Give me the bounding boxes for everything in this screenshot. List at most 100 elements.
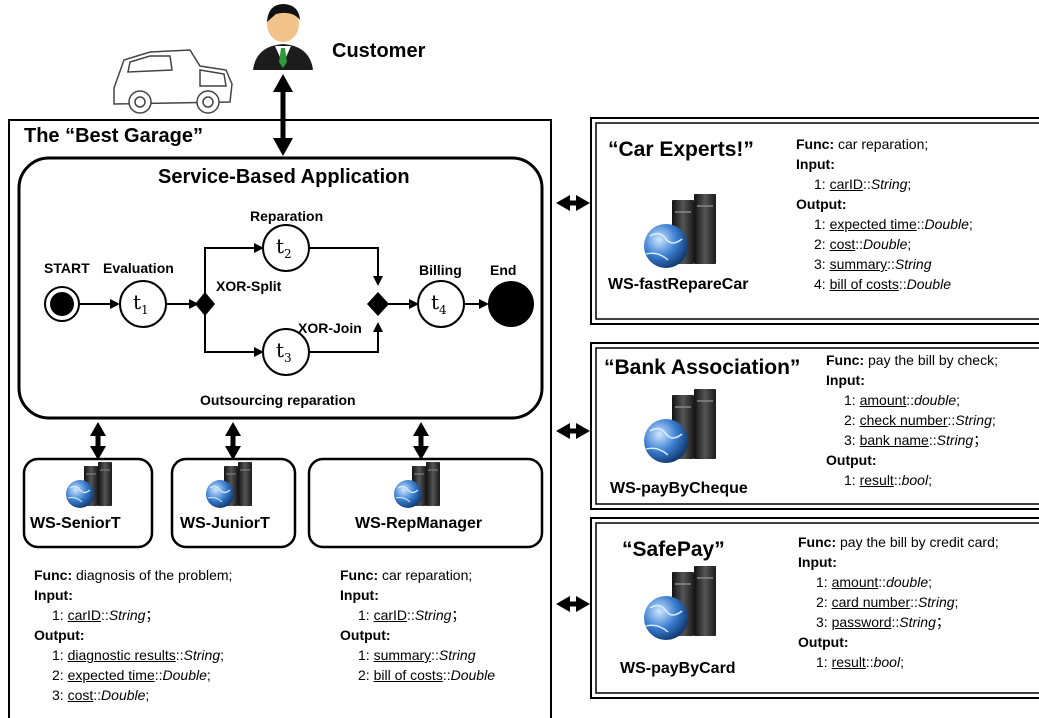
start-event [44,286,80,322]
xor-join-gateway [367,292,389,316]
task-t4-symbol: t4 [431,290,447,317]
task-t1-label: Evaluation [103,260,174,276]
spec-section-label: Input: [796,156,835,172]
application-box [17,156,544,420]
xor-split-label: XOR-Split [216,278,282,294]
param-index: 2: [816,594,828,610]
param-terminator: ; [907,236,912,252]
bank-association-service-icon [643,388,717,464]
param-name: expected time [67,667,155,683]
car-experts-service-icon [643,193,717,269]
task-t2-symbol: t2 [276,234,292,261]
spec-param-row: 2: card number::String; [816,594,959,610]
ws-juniort-icon [205,461,253,509]
spec-param-row: 1: expected time::Double; [814,216,973,232]
start-label: START [44,260,90,276]
end-label: End [490,262,517,278]
param-name: summary [373,647,432,663]
spec-func-label: Func: [796,136,835,152]
spec-section-label: Output: [34,627,85,643]
param-name: bank name [859,432,929,448]
customer-label: Customer [332,40,426,62]
spec-param-row: 2: expected time::Double; [52,667,211,683]
param-type: Double [101,687,146,703]
param-type: Double [906,276,951,292]
param-name: bill of costs [829,276,899,292]
param-type: Double [450,667,495,683]
param-index: 2: [814,236,826,252]
spec-func-value: pay the bill by credit card; [840,534,999,550]
param-type: String [108,607,146,623]
param-name: carID [373,607,408,623]
external-boxes [590,117,1039,699]
spec-param-row: 2: check number::String; [844,412,996,428]
bank-association-spec: Func: pay the bill by check; Input: 1: amo… [826,350,998,490]
param-terminator: ; [900,654,904,670]
spec-param-row: 1: carID::String； [358,607,466,623]
param-index: 1: [844,472,856,488]
param-index: 3: [844,432,856,448]
param-type: Double [162,667,207,683]
spec-param-row: 1: amount::double; [816,574,932,590]
param-name: expected time [829,216,917,232]
spec-func-line: Func: pay the bill by check; [826,350,998,370]
ws-juniort-name: WS-JuniorT [180,515,270,532]
param-terminator: ； [145,607,160,623]
param-name: amount [831,574,879,590]
param-type: String [414,607,452,623]
spec-func-value: pay the bill by check; [868,352,998,368]
param-index: 2: [52,667,64,683]
bank-association-title: “Bank Association” [604,356,801,379]
param-index: 3: [816,614,828,630]
ws-seniort-box [22,457,154,549]
spec-param-row: 3: cost::Double; [52,687,150,703]
spec-section-label: Output: [796,196,847,212]
ws-repmanager-name: WS-RepManager [355,515,483,532]
param-type: double [914,392,957,408]
param-type: Double [863,236,908,252]
garage-boundary [8,119,552,718]
param-type: bool [873,654,901,670]
spec-func-value: diagnosis of the problem; [76,567,233,583]
param-index: 4: [814,276,826,292]
param-name: amount [859,392,907,408]
spec-func-line: Func: car reparation; [796,134,973,154]
param-name: card number [831,594,911,610]
process-flow [79,243,489,357]
param-type: String [438,647,476,663]
spec-param-row: 1: carID::String； [52,607,160,623]
spec-section-label: Input: [34,587,73,603]
person-icon [253,4,313,70]
param-name: bill of costs [373,667,443,683]
param-name: result [831,654,866,670]
ws-repmanager-spec: Func: car reparation;Input:1: carID::Str… [340,565,495,685]
param-terminator: ； [973,432,988,448]
ws-repmanager-box [307,457,544,549]
param-index: 2: [358,667,370,683]
spec-param-row: 3: summary::String [814,256,932,272]
spec-func-value: car reparation; [382,567,473,583]
spec-func-label: Func: [34,567,73,583]
param-index: 1: [52,647,64,663]
param-name: summary [829,256,888,272]
param-terminator: ; [907,176,912,192]
spec-section-label: Output: [798,634,849,650]
param-terminator: ; [968,216,973,232]
task-t3-node [262,328,310,376]
spec-section-label: Input: [340,587,379,603]
spec-param-row: 1: carID::String; [814,176,912,192]
param-terminator: ; [206,667,211,683]
param-name: check number [859,412,948,428]
param-index: 1: [814,216,826,232]
param-terminator: ； [451,607,466,623]
spec-func-line: Func: car reparation; [340,565,495,585]
spec-section-label: Input: [826,372,865,388]
end-event [488,281,534,327]
param-terminator: ; [928,472,932,488]
param-index: 1: [814,176,826,192]
param-type: double [886,574,929,590]
task-t3-symbol: t3 [276,338,292,365]
customer-connector [273,74,293,156]
safepay-spec: Func: pay the bill by credit card;Input:… [798,532,999,672]
